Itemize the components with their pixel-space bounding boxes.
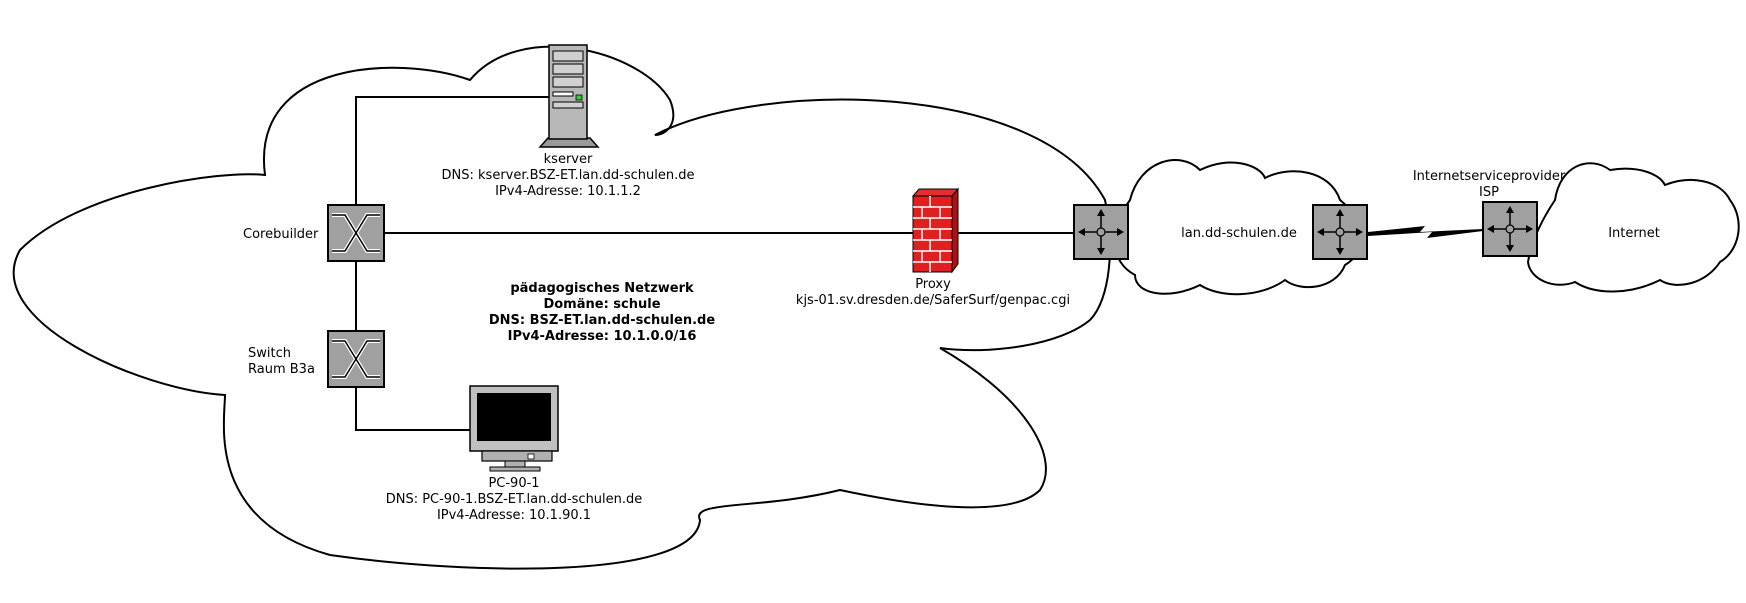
pc-ipv4: IPv4-Adresse: 10.1.90.1 [437, 508, 591, 523]
internet-cloud [1526, 162, 1740, 293]
isp-router-icon[interactable] [1482, 201, 1538, 257]
corebuilder-switch-icon[interactable] [327, 204, 385, 262]
link-corebuilder-kserver [355, 96, 558, 205]
network-ipv4: IPv4-Adresse: 10.1.0.0/16 [508, 329, 697, 344]
lan-cloud [1113, 159, 1363, 296]
firewall-icon[interactable] [911, 187, 960, 274]
pc-dns: DNS: PC-90-1.BSZ-ET.lan.dd-schulen.de [386, 492, 643, 507]
gateway-router-icon[interactable] [1073, 204, 1129, 260]
lan-router-icon[interactable] [1312, 204, 1368, 260]
isp-label-line1: Internetserviceprovider [1413, 169, 1566, 184]
network-domain: Domäne: schule [543, 297, 660, 312]
internet-cloud-label: Internet [1608, 226, 1660, 241]
pc-name: PC-90-1 [488, 476, 539, 491]
lan-cloud-label: lan.dd-schulen.de [1181, 226, 1297, 241]
monitor-icon[interactable] [469, 385, 559, 472]
network-title: pädagogisches Netzwerk [510, 281, 694, 296]
kserver-dns: DNS: kserver.BSZ-ET.lan.dd-schulen.de [442, 168, 695, 183]
proxy-name: Proxy [915, 277, 951, 292]
network-dns: DNS: BSZ-ET.lan.dd-schulen.de [489, 313, 715, 328]
corebuilder-label: Corebuilder [243, 227, 319, 242]
link-switch-pc [355, 388, 475, 431]
wan-link-lightning [1368, 226, 1483, 238]
server-icon[interactable] [538, 44, 600, 148]
isp-label-line2: ISP [1479, 185, 1499, 200]
kserver-ipv4: IPv4-Adresse: 10.1.1.2 [495, 184, 641, 199]
kserver-name: kserver [544, 152, 593, 167]
school-network-cloud [12, 45, 1111, 570]
switch-label-line1: Switch [248, 346, 291, 361]
room-switch-icon[interactable] [327, 330, 385, 388]
proxy-url: kjs-01.sv.dresden.de/SaferSurf/genpac.cg… [796, 293, 1070, 308]
switch-label-line2: Raum B3a [248, 362, 315, 377]
